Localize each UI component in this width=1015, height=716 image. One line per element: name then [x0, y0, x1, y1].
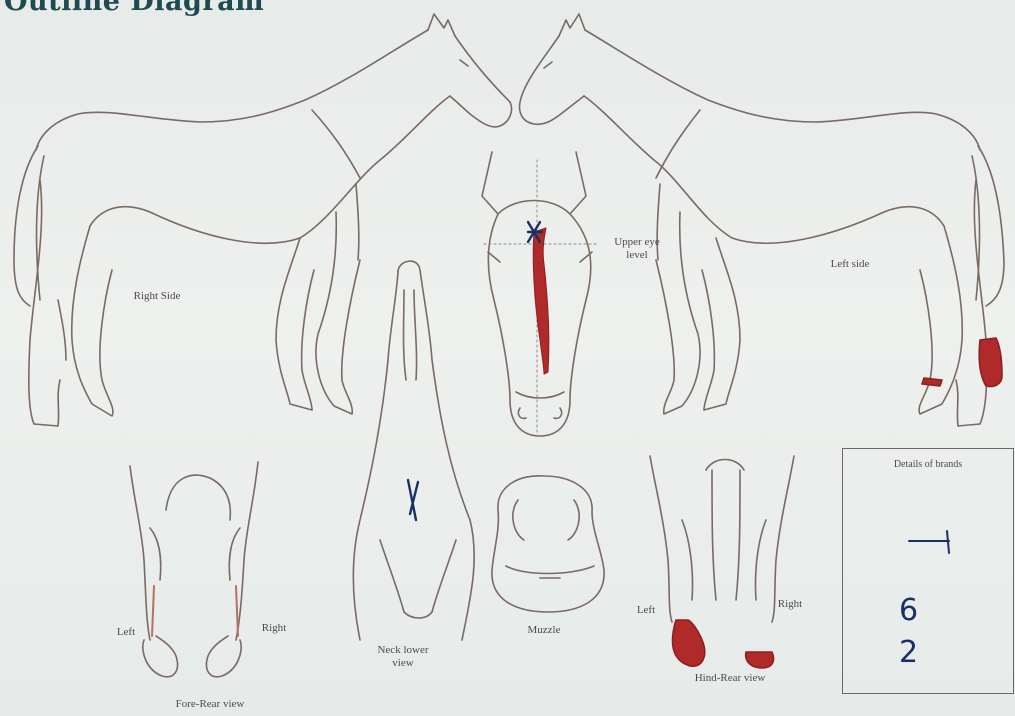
- label-hind-left: Left: [626, 604, 666, 617]
- brand-details-box: Details of brands 6 2: [842, 448, 1014, 694]
- label-hind-right: Right: [770, 598, 810, 611]
- face-front-view: [482, 152, 598, 436]
- label-left-side: Left side: [810, 258, 890, 271]
- hind-rear-view: [650, 456, 794, 668]
- label-hind-rear-view: Hind-Rear view: [670, 672, 790, 685]
- label-right-side: Right Side: [112, 290, 202, 303]
- brand-mark-first: 6: [899, 593, 918, 628]
- label-neck-lower-view: Neck lower view: [368, 644, 438, 670]
- label-muzzle: Muzzle: [514, 624, 574, 637]
- label-upper-eye-level: Upper eye level: [604, 236, 670, 262]
- fore-rear-view: [130, 462, 258, 677]
- muzzle-view: [492, 476, 604, 612]
- right-side-horse: [14, 14, 512, 426]
- label-fore-left: Left: [106, 626, 146, 639]
- brand-details-heading: Details of brands: [843, 459, 1013, 470]
- label-fore-rear-view: Fore-Rear view: [150, 698, 270, 711]
- neck-lower-view: [353, 261, 474, 640]
- brand-hook-mark: [905, 527, 965, 557]
- brand-mark-second: 2: [899, 635, 918, 670]
- label-fore-right: Right: [254, 622, 294, 635]
- left-side-horse: [520, 14, 1004, 426]
